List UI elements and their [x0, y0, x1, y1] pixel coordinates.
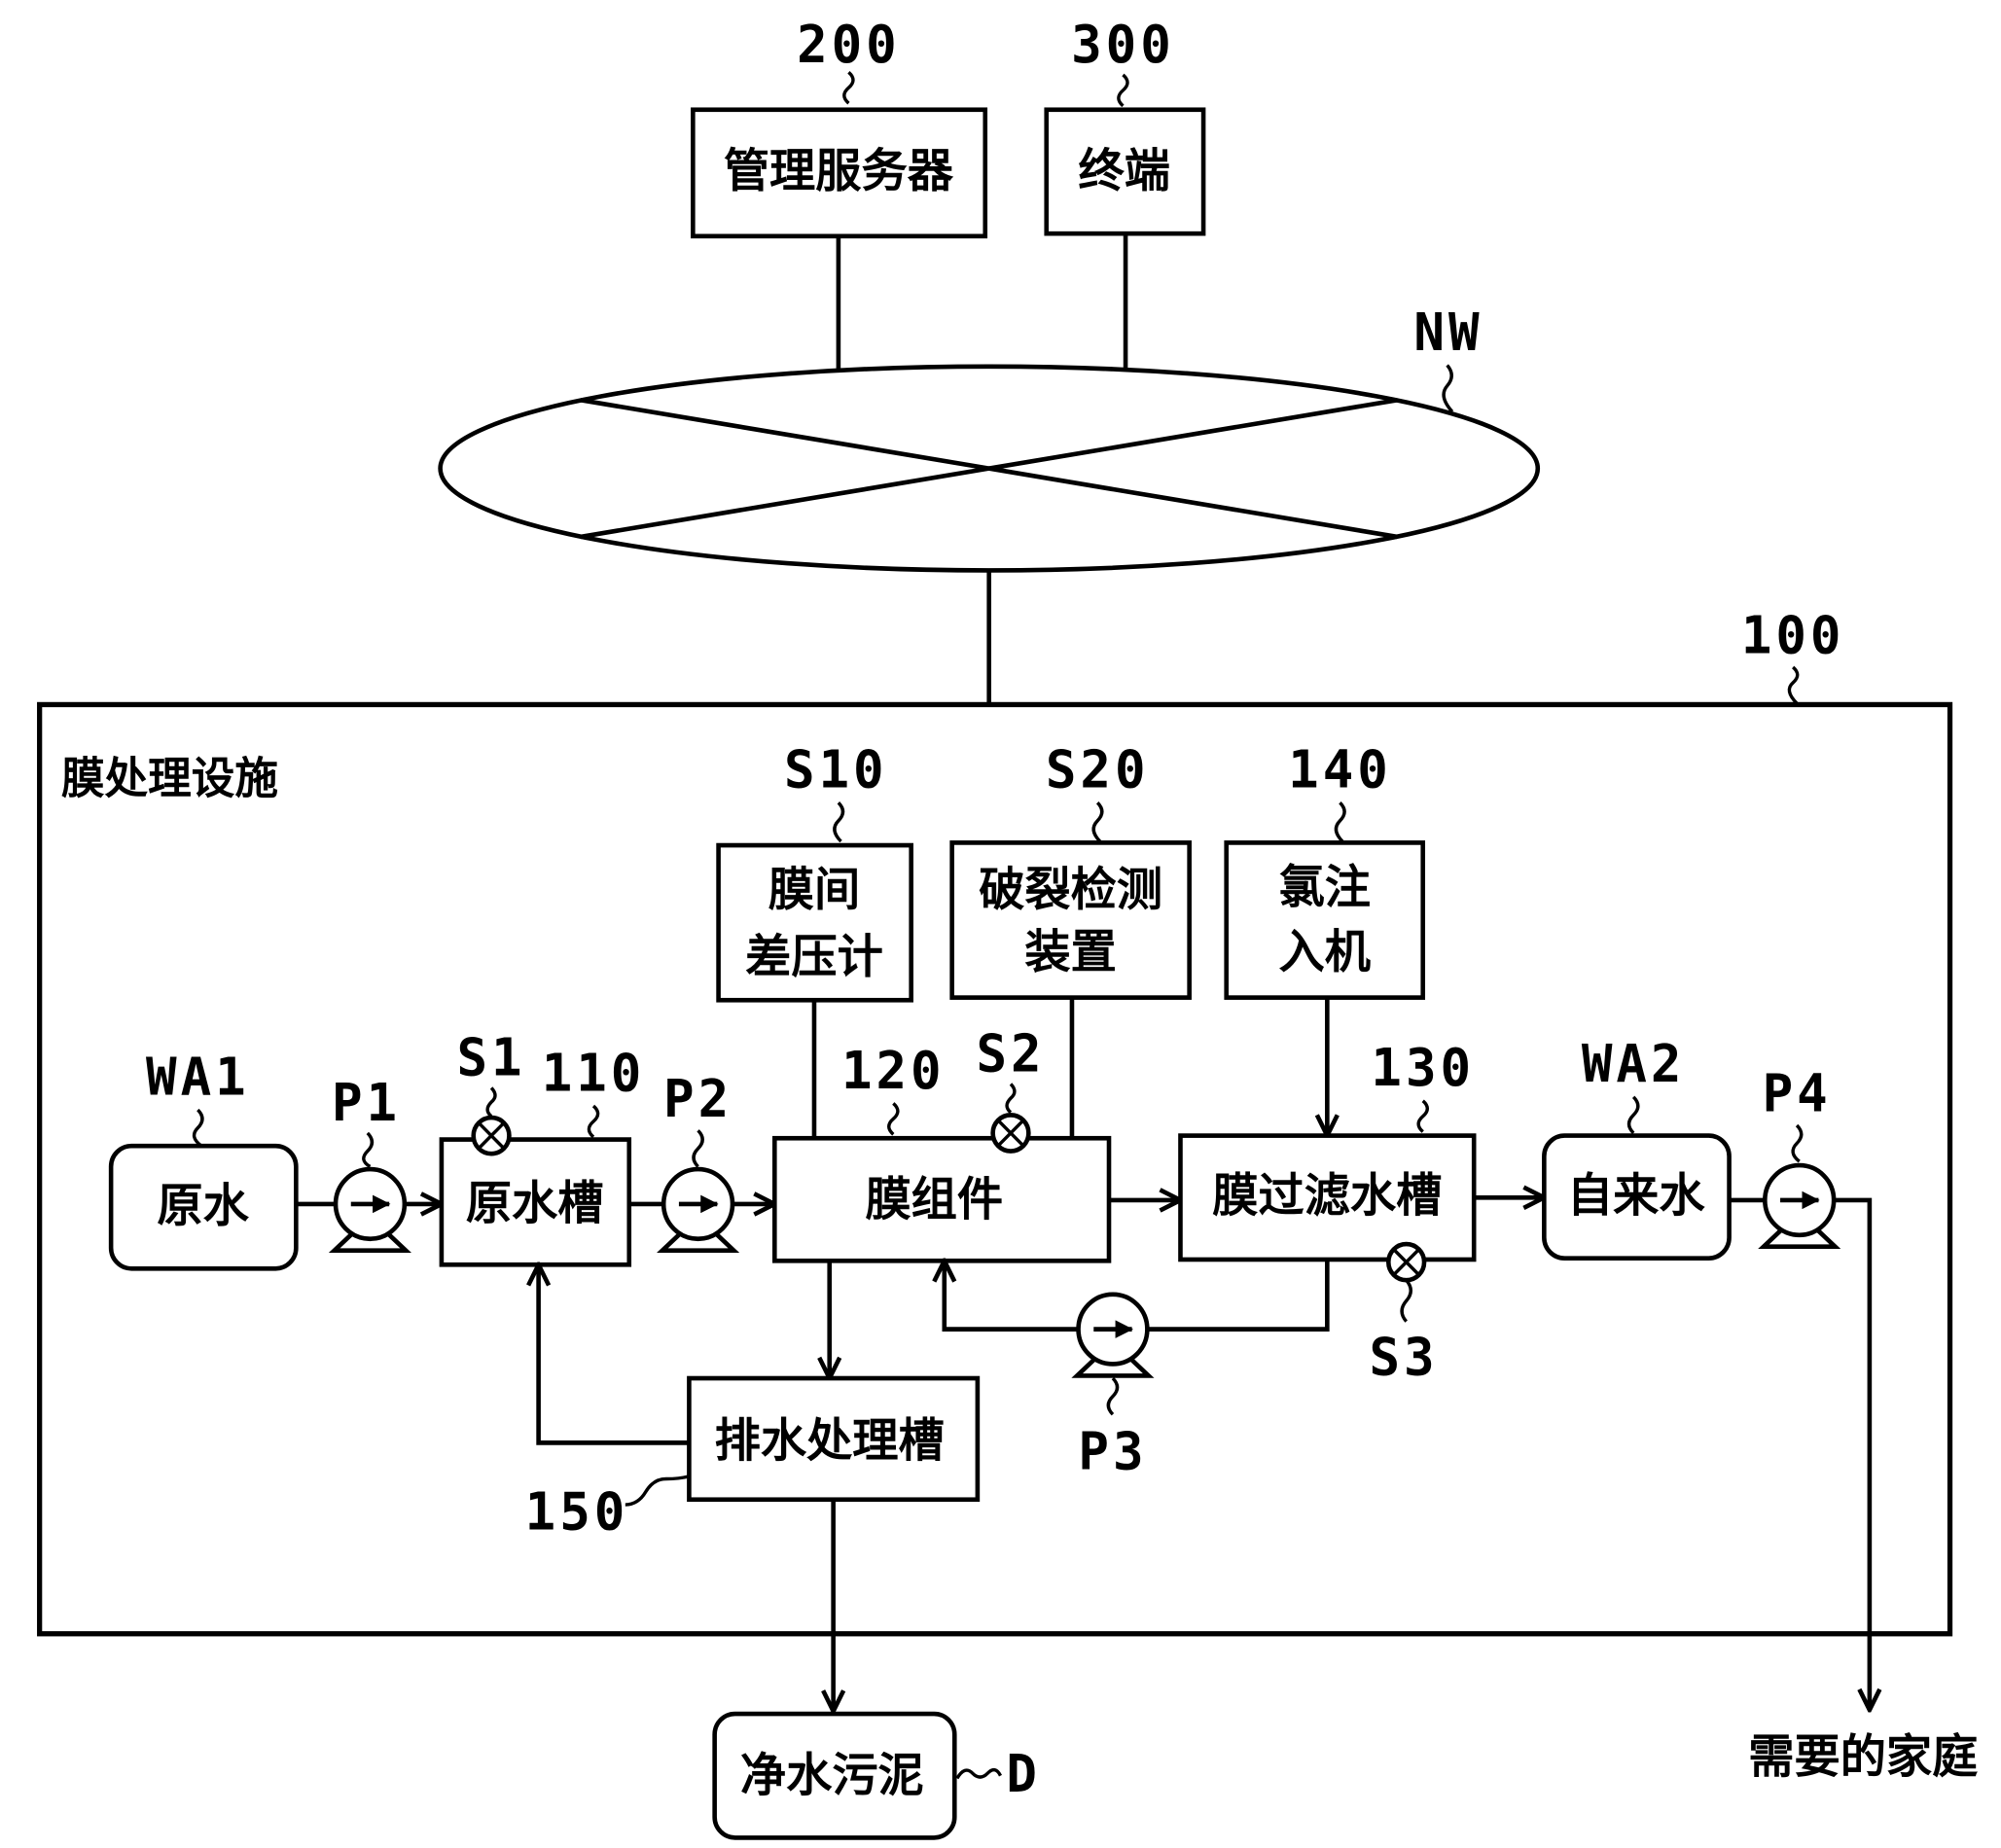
- leader-wa1: [192, 1108, 204, 1148]
- chlorinator-label-line1: 氯注: [1278, 861, 1370, 914]
- tmp-gauge-label-line2: 差压计: [745, 931, 883, 984]
- management-server-label: 管理服务器: [724, 145, 954, 198]
- raw-water-tank-label: 原水槽: [466, 1177, 604, 1230]
- leader-s1: [485, 1086, 497, 1119]
- drainage-tank-label: 排水处理槽: [715, 1414, 945, 1468]
- leader-p2: [692, 1129, 704, 1168]
- sludge-label: 净水污泥: [740, 1749, 924, 1802]
- ref-s20: S20: [1046, 740, 1150, 800]
- ref-100: 100: [1741, 606, 1845, 665]
- ref-wa1: WA1: [146, 1048, 250, 1107]
- flow-150-to-110: [539, 1264, 690, 1445]
- sensor-s2-icon: [990, 1113, 1031, 1154]
- network-cloud: [438, 364, 1541, 573]
- leader-150: [625, 1475, 690, 1507]
- leader-p3: [1106, 1376, 1120, 1416]
- ref-120: 120: [841, 1042, 946, 1101]
- ref-d: D: [1006, 1745, 1041, 1804]
- leader-p1: [362, 1131, 375, 1168]
- breakage-detector-label-line1: 破裂检测: [979, 864, 1162, 917]
- flow-p4-to-households: [1834, 1197, 1870, 1710]
- terminal-label: 终端: [1079, 145, 1170, 198]
- ref-300: 300: [1071, 16, 1175, 75]
- leader-300: [1117, 73, 1129, 108]
- ref-s2: S2: [976, 1024, 1045, 1084]
- leader-s3: [1400, 1279, 1412, 1323]
- tmp-gauge-label-line1: 膜间: [768, 864, 860, 917]
- pump-p4-icon: [1758, 1162, 1841, 1250]
- sensor-s1-icon: [471, 1115, 512, 1156]
- breakage-detector-label-line2: 装置: [1024, 926, 1116, 979]
- sludge-box: [712, 1711, 957, 1840]
- pump-p2-icon: [657, 1166, 740, 1254]
- ref-s3: S3: [1370, 1328, 1439, 1387]
- ref-p2: P2: [663, 1070, 733, 1129]
- facility-frame: [37, 701, 1953, 1637]
- ref-p3: P3: [1078, 1422, 1147, 1481]
- ref-wa2: WA2: [1582, 1035, 1686, 1094]
- leader-100: [1787, 665, 1800, 705]
- leader-d: [955, 1767, 1003, 1780]
- pump-p3-icon: [1071, 1292, 1155, 1378]
- leader-200: [842, 70, 855, 105]
- ref-110: 110: [542, 1044, 646, 1103]
- facility-title: 膜处理设施: [61, 752, 278, 803]
- network-cross-line-2: [580, 398, 1398, 540]
- tap-water-box: [1542, 1133, 1732, 1261]
- ref-s10: S10: [784, 740, 888, 800]
- membrane-module-label: 膜组件: [865, 1173, 1003, 1226]
- tap-water-label: 自来水: [1567, 1169, 1705, 1223]
- ref-s1: S1: [457, 1028, 526, 1087]
- ref-150: 150: [525, 1482, 629, 1542]
- leader-s10: [833, 801, 845, 843]
- ref-130: 130: [1371, 1039, 1475, 1098]
- ref-nw: NW: [1413, 303, 1483, 363]
- sensor-s3-icon: [1386, 1241, 1427, 1283]
- leader-140: [1334, 801, 1346, 843]
- households-label: 需要的家庭: [1748, 1730, 1979, 1784]
- leader-wa2: [1626, 1095, 1640, 1135]
- leader-120: [887, 1102, 900, 1136]
- chlorinator-label-line2: 入机: [1278, 926, 1371, 979]
- ref-200: 200: [797, 16, 901, 75]
- terminal-box: [1044, 107, 1206, 236]
- ref-140: 140: [1288, 740, 1392, 800]
- chlorinator-box: [1224, 840, 1426, 1000]
- leader-p4: [1791, 1123, 1804, 1163]
- tmp-gauge-box: [716, 842, 913, 1003]
- leader-130: [1416, 1099, 1430, 1133]
- flow-130-to-p3: [1147, 1259, 1330, 1332]
- leader-s2: [1005, 1083, 1017, 1115]
- leader-110: [587, 1104, 600, 1139]
- flow-p3-to-120: [945, 1261, 1079, 1332]
- leader-nw: [1442, 364, 1454, 413]
- ref-p1: P1: [332, 1074, 401, 1133]
- pump-p1-icon: [328, 1166, 411, 1254]
- filtered-water-tank-label: 膜过滤水槽: [1212, 1169, 1442, 1223]
- raw-water-label: 原水: [157, 1180, 249, 1233]
- raw-water-box: [108, 1143, 299, 1271]
- leader-s20: [1091, 801, 1104, 843]
- ref-p4: P4: [1763, 1064, 1832, 1123]
- management-server-box: [691, 107, 988, 239]
